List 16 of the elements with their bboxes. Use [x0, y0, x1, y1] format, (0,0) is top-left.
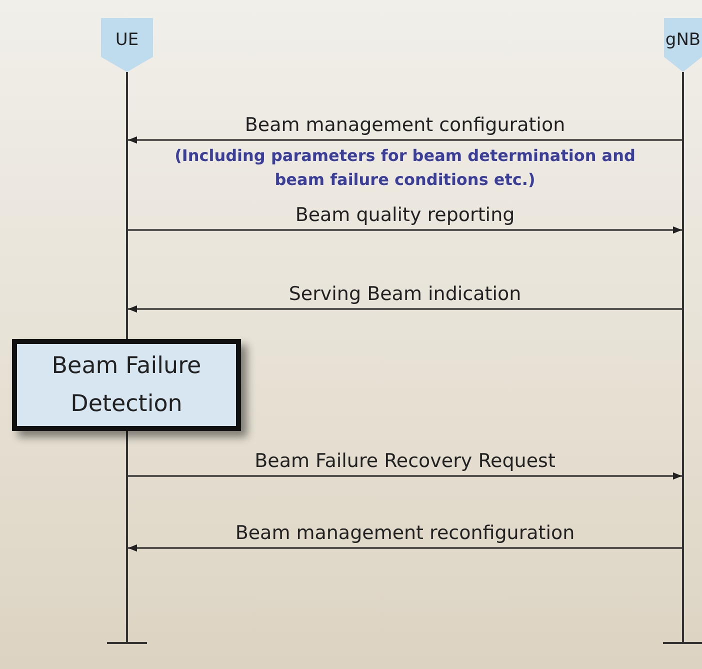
- message-arrow: [128, 472, 682, 480]
- lifeline: [664, 18, 702, 644]
- edge-label: Serving Beam indication: [288, 283, 522, 305]
- message-arrow: [128, 305, 682, 313]
- process-box: [12, 339, 241, 431]
- actor-label: gNB: [665, 30, 701, 50]
- message-arrow: [128, 226, 682, 234]
- edge-label: Beam Failure Recovery Request: [254, 450, 556, 472]
- edge-label: Beam management reconfiguration: [234, 522, 576, 544]
- edge-label: Beam quality reporting: [294, 204, 516, 226]
- edge-label: Beam management configuration: [244, 114, 566, 136]
- actor-label: UE: [115, 30, 139, 50]
- note-text: (Including parameters for beam determination and beam failure conditions etc.): [174, 145, 636, 191]
- box-label: Beam Failure Detection: [50, 352, 202, 419]
- message-arrow: [128, 136, 682, 144]
- message-arrow: [128, 544, 682, 552]
